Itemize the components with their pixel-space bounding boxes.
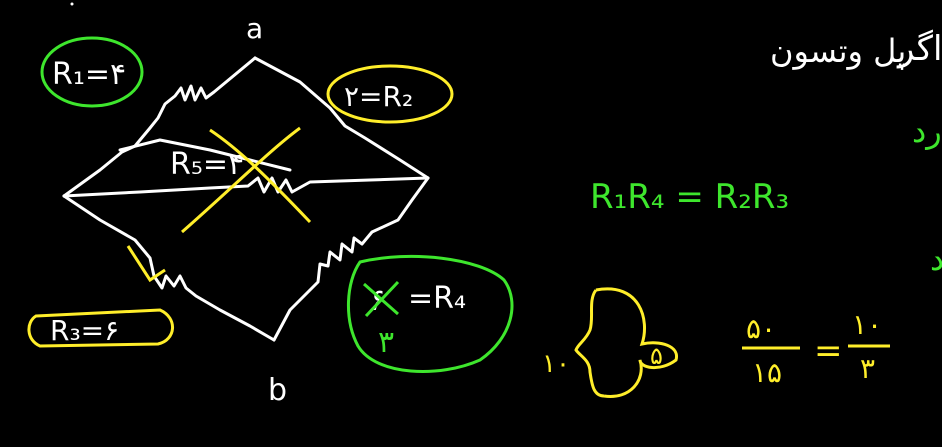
r4-strike-icon — [363, 280, 400, 318]
balance-equation: R₁R₄ = R₂R₃ — [590, 177, 789, 217]
resistor-r2-label: ۲=R₂ — [326, 64, 454, 124]
resistor-r3-label: R₃=۶ — [27, 308, 174, 348]
wire-right-to-bottom — [272, 176, 430, 342]
resistor-r5-label: R₅=۴ — [170, 126, 312, 234]
resistor-r4-label: ۶ =R₄ ۳ — [347, 254, 514, 374]
r5-crossout-icon — [181, 126, 312, 234]
node-label-top: a — [246, 12, 263, 45]
consequence-text: R₅ حذف می‌شود — [930, 240, 942, 278]
svg-text:۵: ۵ — [650, 342, 663, 370]
svg-text:R₁=۴: R₁=۴ — [52, 57, 126, 92]
brace-loop-icon — [595, 287, 678, 398]
heading-word: اگر — [896, 29, 942, 69]
r4-corrected-value: ۳ — [378, 325, 394, 360]
wire-top-to-right — [253, 56, 430, 180]
stray-dot — [70, 2, 74, 6]
fraction-calculation: ۵۰ ۱۵ = ۱۰ ۳ — [742, 308, 890, 389]
svg-text:۲=R₂: ۲=R₂ — [344, 80, 413, 113]
svg-text:=R₄: =R₄ — [408, 281, 466, 316]
wire-inner-upper — [118, 138, 292, 172]
wire-bridge-r5 — [62, 176, 430, 198]
svg-text:=: = — [814, 331, 843, 371]
resistor-r1-label: R₁=۴ — [40, 36, 144, 108]
wheatstone-bridge-circuit — [62, 56, 430, 342]
parallel-brace-note: ۱۰ ۵ — [542, 287, 678, 398]
svg-text:R₃=۶: R₃=۶ — [50, 314, 119, 347]
wire-bottom-to-left — [62, 194, 276, 342]
svg-text:۳: ۳ — [860, 352, 875, 385]
svg-text:R₅=۴: R₅=۴ — [170, 147, 244, 182]
r3-pointer-mark — [126, 245, 166, 283]
svg-text:۵۰: ۵۰ — [746, 312, 776, 345]
svg-text:۱۵: ۱۵ — [752, 356, 782, 389]
svg-text:۱۰: ۱۰ — [852, 308, 882, 341]
condition-text: به یک شرط جواب دارد — [912, 112, 942, 150]
subheading-wheatstone: پل وتسون — [770, 32, 906, 70]
brace-icon — [574, 289, 605, 398]
node-label-bottom: b — [268, 373, 287, 408]
svg-text:۱۰: ۱۰ — [542, 349, 570, 379]
